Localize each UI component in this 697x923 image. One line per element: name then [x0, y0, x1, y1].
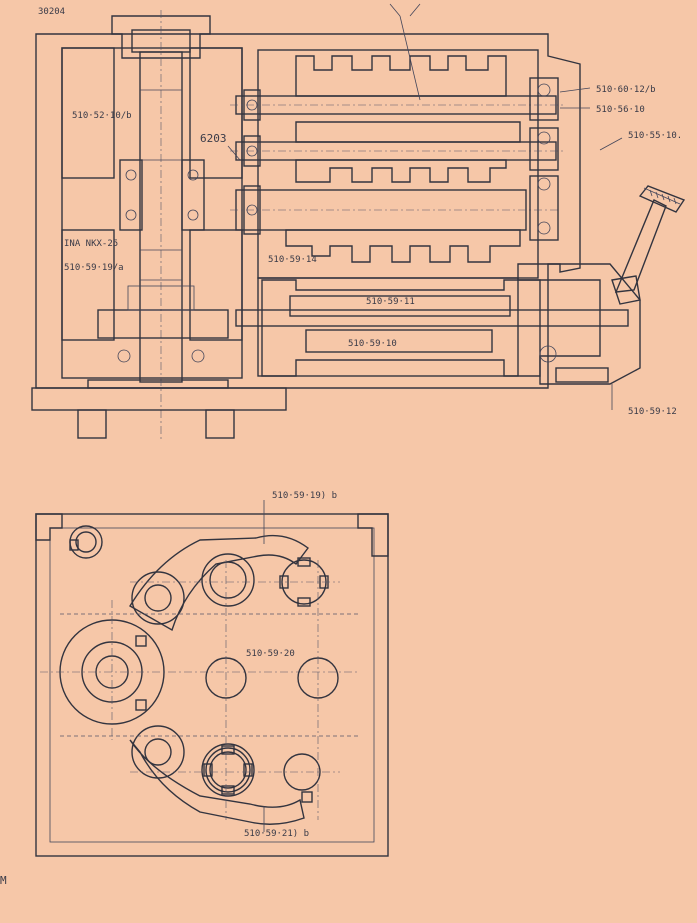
gear-shafts	[230, 95, 565, 231]
shaft-bearings	[243, 77, 559, 241]
label-510-59-14: 510·59·14	[268, 255, 317, 265]
left-block-upper	[61, 47, 115, 179]
foot-left	[77, 409, 107, 439]
fork-arm-lower	[129, 739, 305, 825]
base-plate	[31, 387, 287, 411]
label-510-59-10: 510·59·10	[348, 339, 397, 349]
housing-outline	[35, 33, 581, 389]
lower-flange	[97, 309, 229, 339]
spline-shaft-upper	[279, 557, 329, 607]
needle-bearing-right	[181, 159, 205, 231]
lower-chamber	[257, 277, 519, 377]
right-block-upper	[189, 47, 243, 179]
label-510-59-19a: 510·59·19/a	[64, 263, 124, 273]
label-6203: 6203	[200, 132, 227, 145]
rod	[235, 309, 629, 327]
leader-lines	[227, 3, 623, 410]
left-block-lower	[61, 229, 115, 341]
section-view	[31, 3, 686, 440]
gear-teeth-upper	[295, 55, 507, 97]
left-cavity	[61, 47, 243, 379]
gear-teeth-middle	[295, 121, 521, 183]
right-block-lower	[189, 229, 243, 341]
label-ina-nkx: INA NKX-25	[64, 239, 118, 249]
foot-right	[205, 409, 235, 439]
lever-housing	[517, 263, 641, 385]
selector-rod	[235, 279, 629, 377]
shift-lever[interactable]	[611, 185, 686, 305]
label-510-59-21b: 510·59·21) b	[244, 829, 309, 839]
gear-chamber	[257, 49, 539, 279]
label-510-59-12: 510·59·12	[628, 407, 677, 417]
spline-shaft-lower	[203, 745, 253, 795]
label-510-59-20: 510·59·20	[246, 649, 295, 659]
label-510-56-10: 510·56·10	[596, 105, 645, 115]
gear-teeth-lower	[285, 229, 521, 263]
plan-view	[35, 500, 389, 857]
label-510-52-10b: 510·52·10/b	[72, 111, 132, 121]
fork-arm-upper	[129, 534, 309, 632]
label-510-59-19b: 510·59·19) b	[272, 491, 337, 501]
plate-outer	[35, 513, 389, 857]
label-510-59-11: 510·59·11	[366, 297, 415, 307]
needle-bearing-left	[119, 159, 143, 231]
label-510-55-10: 510·55·10.	[628, 131, 682, 141]
label-510-60-12b: 510·60·12/b	[596, 85, 656, 95]
sheet-number: 30204	[38, 7, 65, 17]
corner-mark: M	[0, 874, 7, 887]
shaft-lower-right	[283, 753, 321, 791]
top-cap	[111, 15, 211, 59]
